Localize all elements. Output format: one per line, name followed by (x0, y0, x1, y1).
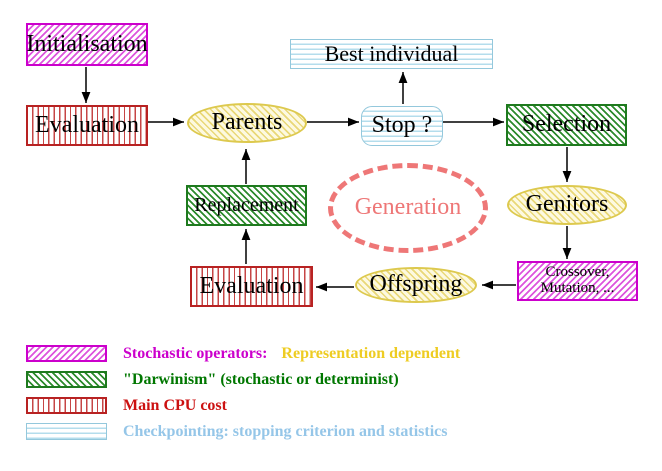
node-best-individual: Best individual (290, 39, 493, 69)
node-stop: Stop ? (361, 106, 443, 146)
node-replacement-label: Replacement (194, 194, 299, 216)
node-selection: Selection (506, 104, 627, 146)
legend-swatch-stochastic-operators (26, 345, 107, 362)
legend-text-representation: Representation dependent (281, 345, 461, 362)
node-parents: Parents (187, 103, 307, 143)
node-offspring: Offspring (355, 267, 477, 303)
legend-label-cpu-cost: Main CPU cost (123, 396, 227, 416)
node-offspring-label: Offspring (369, 271, 463, 298)
node-mutation-label: Mutation, ... (540, 280, 615, 296)
legend-swatch-cpu-cost (26, 397, 107, 414)
legend-swatch-checkpointing (26, 423, 107, 440)
node-genitors-label: Genitors (525, 191, 609, 218)
legend-text-darwinism: "Darwinism" (stochastic or determinist) (123, 371, 399, 388)
node-initialisation: Initialisation (26, 23, 148, 66)
node-selection-label: Selection (521, 111, 612, 138)
node-evaluation-top-label: Evaluation (35, 111, 139, 138)
node-generation: Generation (328, 163, 488, 253)
legend-label-stochastic-operators: Stochastic operators: Representation dep… (123, 344, 460, 364)
node-evaluation-bottom: Evaluation (190, 266, 313, 307)
legend-text-stochastic: Stochastic operators: (123, 345, 268, 362)
legend-text-checkpointing: Checkpointing: stopping criterion and st… (123, 423, 448, 440)
legend-swatch-darwinism (26, 371, 107, 388)
node-genitors: Genitors (507, 185, 627, 225)
legend-label-darwinism: "Darwinism" (stochastic or determinist) (123, 370, 399, 390)
node-initialisation-label: Initialisation (26, 30, 148, 57)
node-crossover-label: Crossover, (545, 264, 610, 281)
node-generation-label: Generation (354, 194, 462, 221)
node-evaluation-bottom-label: Evaluation (199, 272, 304, 299)
node-replacement: Replacement (186, 185, 307, 226)
legend-label-checkpointing: Checkpointing: stopping criterion and st… (123, 422, 447, 442)
node-crossover-mutation: Crossover, Mutation, ... (517, 261, 638, 301)
node-stop-label: Stop ? (371, 112, 433, 139)
legend-text-cpu-cost: Main CPU cost (123, 397, 227, 414)
node-parents-label: Parents (211, 109, 283, 136)
node-best-individual-label: Best individual (324, 41, 459, 67)
node-evaluation-top: Evaluation (26, 105, 148, 146)
